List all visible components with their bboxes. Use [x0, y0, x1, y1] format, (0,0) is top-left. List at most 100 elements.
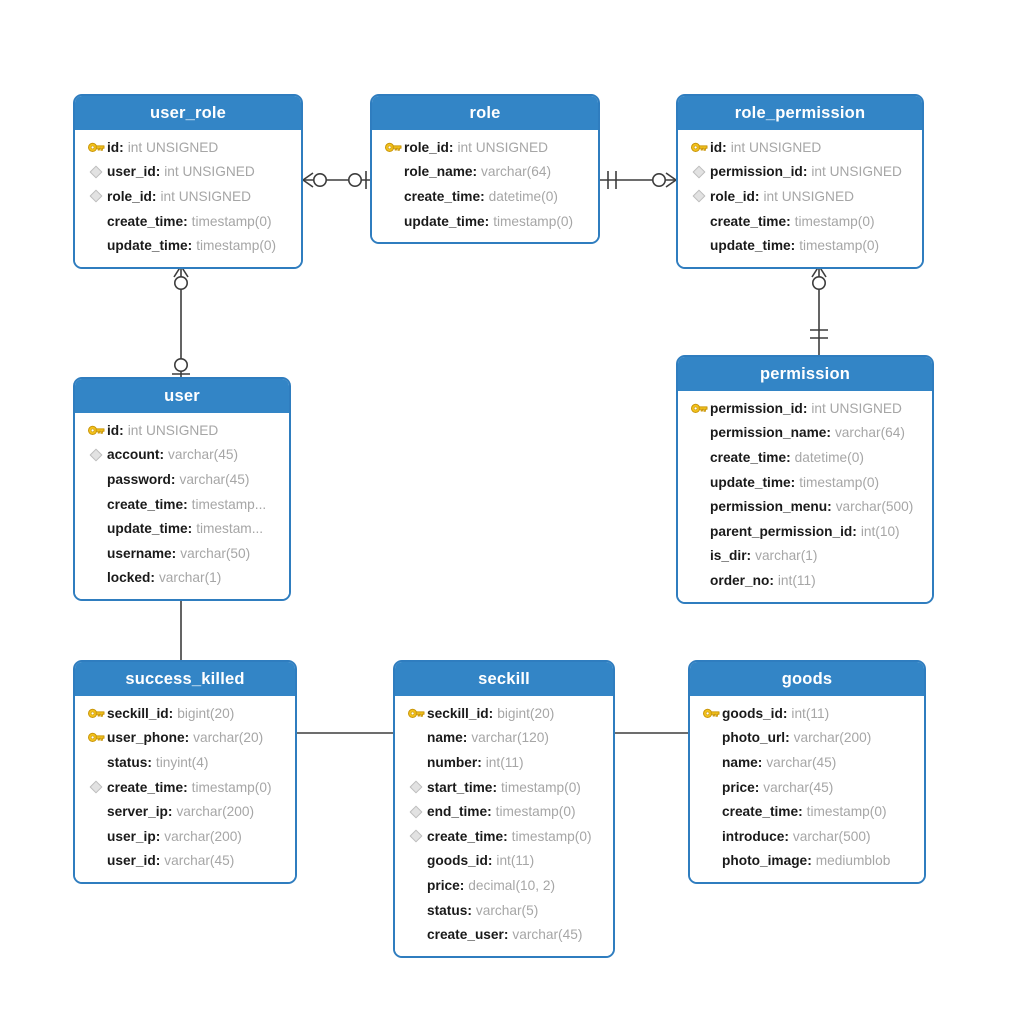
attribute-row[interactable]: user_ip:varchar(200): [75, 824, 295, 849]
attribute-type: timestamp(0): [794, 213, 875, 229]
index-icon: [688, 188, 710, 204]
attribute-row[interactable]: username:varchar(50): [75, 541, 289, 566]
attribute-row[interactable]: update_time:timestam...: [75, 516, 289, 541]
attribute-row[interactable]: seckill_id:bigint(20): [75, 701, 295, 726]
attribute-row[interactable]: parent_permission_id:int(10): [678, 519, 932, 544]
entity-attributes-goods: goods_id:int(11)photo_url:varchar(200)na…: [690, 696, 924, 883]
index-icon: [405, 779, 427, 795]
attribute-row[interactable]: permission_name:varchar(64): [678, 421, 932, 446]
attribute-row[interactable]: user_id:int UNSIGNED: [75, 160, 301, 185]
attribute-type: datetime(0): [488, 188, 558, 204]
attribute-row[interactable]: create_time:datetime(0): [372, 184, 598, 209]
attribute-separator: :: [852, 523, 857, 539]
attribute-name: end_time: [427, 804, 488, 820]
attribute-icon-none: [688, 425, 710, 441]
attribute-row[interactable]: permission_id:int UNSIGNED: [678, 160, 922, 185]
attribute-row[interactable]: update_time:timestamp(0): [75, 233, 301, 258]
attribute-type: varchar(5): [475, 902, 539, 918]
index-icon: [405, 804, 427, 820]
attribute-icon-none: [688, 449, 710, 465]
attribute-row[interactable]: goods_id:int(11): [690, 701, 924, 726]
attribute-row[interactable]: role_id:int UNSIGNED: [372, 135, 598, 160]
attribute-row[interactable]: end_time:timestamp(0): [395, 799, 613, 824]
attribute-row[interactable]: password:varchar(45): [75, 467, 289, 492]
attribute-icon-none: [688, 548, 710, 564]
attribute-row[interactable]: start_time:timestamp(0): [395, 775, 613, 800]
attribute-row[interactable]: name:varchar(120): [395, 726, 613, 751]
attribute-name: number: [427, 754, 478, 770]
index-icon: [85, 188, 107, 204]
attribute-row[interactable]: role_id:int UNSIGNED: [678, 184, 922, 209]
attribute-name: is_dir: [710, 548, 747, 564]
attribute-row[interactable]: status:tinyint(4): [75, 750, 295, 775]
attribute-name: id: [710, 139, 723, 155]
attribute-row[interactable]: order_no:int(11): [678, 568, 932, 593]
attribute-row[interactable]: permission_menu:varchar(500): [678, 494, 932, 519]
attribute-separator: :: [472, 164, 478, 180]
index-icon: [85, 164, 107, 180]
attribute-type: int UNSIGNED: [763, 188, 854, 204]
attribute-row[interactable]: photo_image:mediumblob: [690, 849, 924, 874]
attribute-row[interactable]: seckill_id:bigint(20): [395, 701, 613, 726]
attribute-row[interactable]: id:int UNSIGNED: [678, 135, 922, 160]
attribute-row[interactable]: price:decimal(10, 2): [395, 873, 613, 898]
attribute-row[interactable]: update_time:timestamp(0): [678, 233, 922, 258]
attribute-name: update_time: [404, 213, 485, 229]
attribute-row[interactable]: goods_id:int(11): [395, 849, 613, 874]
attribute-row[interactable]: role_id:int UNSIGNED: [75, 184, 301, 209]
attribute-row[interactable]: create_time:timestamp(0): [395, 824, 613, 849]
attribute-row[interactable]: create_time:timestamp...: [75, 492, 289, 517]
attribute-row[interactable]: user_phone:varchar(20): [75, 726, 295, 751]
attribute-row[interactable]: create_time:timestamp(0): [75, 775, 295, 800]
attribute-row[interactable]: permission_id:int UNSIGNED: [678, 396, 932, 421]
attribute-row[interactable]: create_time:timestamp(0): [690, 799, 924, 824]
attribute-row[interactable]: introduce:varchar(500): [690, 824, 924, 849]
attribute-icon-none: [405, 902, 427, 918]
attribute-row[interactable]: id:int UNSIGNED: [75, 135, 301, 160]
index-icon: [85, 447, 107, 463]
attribute-row[interactable]: photo_url:varchar(200): [690, 726, 924, 751]
attribute-row[interactable]: create_time:timestamp(0): [75, 209, 301, 234]
attribute-type: varchar(64): [834, 425, 905, 441]
attribute-row[interactable]: number:int(11): [395, 750, 613, 775]
attribute-separator: :: [807, 853, 812, 869]
attribute-type: timestamp(0): [799, 238, 880, 254]
attribute-row[interactable]: role_name:varchar(64): [372, 160, 598, 185]
attribute-row[interactable]: create_user:varchar(45): [395, 922, 613, 947]
attribute-row[interactable]: server_ip:varchar(200): [75, 799, 295, 824]
attribute-row[interactable]: price:varchar(45): [690, 775, 924, 800]
attribute-row[interactable]: name:varchar(45): [690, 750, 924, 775]
attribute-type: timestamp(0): [191, 779, 272, 795]
attribute-type: bigint(20): [177, 705, 235, 721]
attribute-name: id: [107, 139, 120, 155]
attribute-separator: :: [757, 754, 763, 770]
attribute-row[interactable]: is_dir:varchar(1): [678, 544, 932, 569]
index-icon: [409, 829, 423, 843]
attribute-row[interactable]: create_time:timestamp(0): [678, 209, 922, 234]
attribute-row[interactable]: update_time:timestamp(0): [678, 470, 932, 495]
attribute-row[interactable]: create_time:datetime(0): [678, 445, 932, 470]
attribute-separator: :: [462, 730, 468, 746]
attribute-row[interactable]: user_id:varchar(45): [75, 849, 295, 874]
attribute-separator: :: [155, 828, 161, 844]
entity-title-success_killed: success_killed: [75, 662, 295, 696]
attribute-row[interactable]: account:varchar(45): [75, 443, 289, 468]
attribute-name: goods_id: [722, 705, 783, 721]
attribute-row[interactable]: update_time:timestamp(0): [372, 209, 598, 234]
connector-user_role-user: [172, 265, 190, 377]
attribute-row[interactable]: locked:varchar(1): [75, 566, 289, 591]
attribute-separator: :: [183, 779, 188, 795]
attribute-separator: :: [722, 139, 727, 155]
attribute-row[interactable]: status:varchar(5): [395, 898, 613, 923]
attribute-row[interactable]: id:int UNSIGNED: [75, 418, 289, 443]
attribute-separator: :: [503, 828, 508, 844]
